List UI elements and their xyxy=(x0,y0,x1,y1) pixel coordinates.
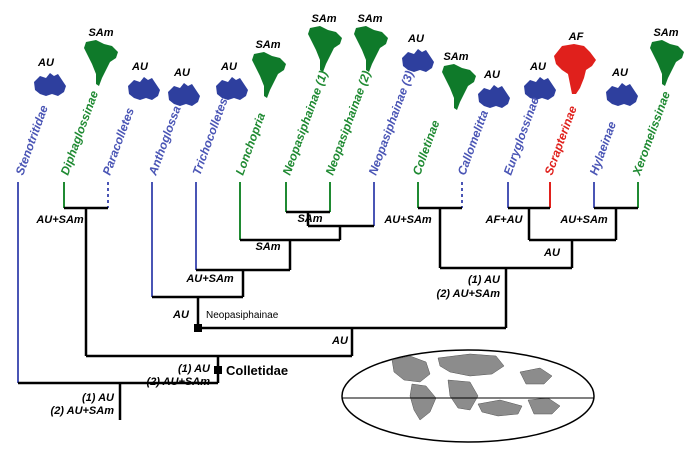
taxon-region-label: AU xyxy=(37,57,55,69)
colletidae-node-marker xyxy=(214,366,222,374)
taxon-region-label: SAm xyxy=(653,27,678,39)
taxon-name: Trichocolletes xyxy=(190,96,231,177)
taxon-name: Euryglossinae xyxy=(501,95,542,177)
world-map-inset xyxy=(341,349,595,443)
south-america-icon xyxy=(84,40,118,86)
south-america-icon xyxy=(308,26,342,72)
australia-icon xyxy=(216,77,248,100)
taxon-region-label: SAm xyxy=(255,39,280,51)
node-label: AU+SAm xyxy=(383,214,432,226)
internal-branch xyxy=(240,238,340,270)
australia-icon xyxy=(402,49,434,72)
taxon-name: Paracolletes xyxy=(100,105,137,177)
australia-icon xyxy=(478,85,510,108)
node-label: AU xyxy=(543,247,561,259)
taxon-name: Callomelitta xyxy=(455,108,492,177)
internal-branch xyxy=(418,206,462,268)
taxon-name: Neopasiphainae (1) xyxy=(280,69,331,177)
taxon-region-label: AU xyxy=(529,61,547,73)
taxon-region-label: AU xyxy=(611,67,629,79)
taxon-name: Anthoglossa xyxy=(145,104,183,178)
taxon-name: Stenotritidae xyxy=(13,103,51,177)
taxon-region-label: SAm xyxy=(357,13,382,25)
node-label: (1) AU xyxy=(178,363,211,375)
node-label: (2) AU+SAm xyxy=(147,376,211,388)
taxon-region-label: AU xyxy=(131,61,149,73)
south-america-icon xyxy=(354,26,388,72)
node-label: SAm xyxy=(255,241,280,253)
taxon-region-label: AU xyxy=(483,69,501,81)
colletidae-clade-label: Colletidae xyxy=(226,363,288,378)
south-america-icon xyxy=(252,52,286,98)
taxon-name: Scrapterinae xyxy=(542,104,580,177)
node-label: AF+AU xyxy=(485,214,524,226)
internal-branch xyxy=(508,206,550,240)
eurasia-landmass xyxy=(437,353,505,377)
taxon-name: Hylaeinae xyxy=(587,119,619,177)
africa-icon xyxy=(554,44,596,94)
taxon-region-label: SAm xyxy=(88,27,113,39)
taxon-name: Lonchopria xyxy=(233,111,269,177)
india-landmass xyxy=(519,367,553,385)
internal-branch xyxy=(440,266,572,328)
node-label: SAm xyxy=(297,213,322,225)
south-america-icon xyxy=(442,64,476,110)
taxon-name: Neopasiphainae (3) xyxy=(366,69,417,177)
taxon-region-label: SAm xyxy=(443,51,468,63)
internal-branch xyxy=(529,238,616,268)
internal-branch xyxy=(594,206,638,240)
taxon-name: Xeromelissinae xyxy=(629,89,673,178)
neopasiphainae-node-marker xyxy=(194,324,202,332)
australia-icon xyxy=(128,77,160,100)
internal-branch xyxy=(286,210,374,240)
node-label: AU+SAm xyxy=(559,214,608,226)
australia-icon xyxy=(606,83,638,106)
node-label: AU xyxy=(331,335,349,347)
node-label: AU xyxy=(172,309,190,321)
internal-branch xyxy=(196,268,290,297)
internal-branch xyxy=(152,295,243,328)
africa-landmass xyxy=(447,379,479,411)
south-america-icon xyxy=(650,40,684,86)
taxon-region-label: AF xyxy=(568,31,584,43)
antarctica-landmass xyxy=(477,399,523,417)
north-america-landmass xyxy=(391,355,431,383)
internal-branch xyxy=(198,326,506,356)
taxon-name: Colletinae xyxy=(410,118,443,177)
neopasiphainae-clade-label: Neopasiphainae xyxy=(206,310,279,321)
australia-icon xyxy=(34,73,66,96)
node-label: (2) AU+SAm xyxy=(437,288,501,300)
taxon-region-label: SAm xyxy=(311,13,336,25)
taxon-name: Neopasiphainae (2) xyxy=(323,69,374,177)
taxon-region-label: AU xyxy=(220,61,238,73)
node-label: AU+SAm xyxy=(185,273,234,285)
node-label: AU+SAm xyxy=(35,214,84,226)
taxon-region-label: AU xyxy=(407,33,425,45)
australia-icon xyxy=(168,83,200,106)
node-label: (2) AU+SAm xyxy=(51,405,115,417)
node-label: (1) AU xyxy=(82,392,115,404)
internal-branch xyxy=(64,206,108,356)
taxon-name: Diphaglossinae xyxy=(58,89,102,177)
taxon-region-label: AU xyxy=(173,67,191,79)
internal-branch xyxy=(18,381,218,420)
node-label: (1) AU xyxy=(468,274,501,286)
